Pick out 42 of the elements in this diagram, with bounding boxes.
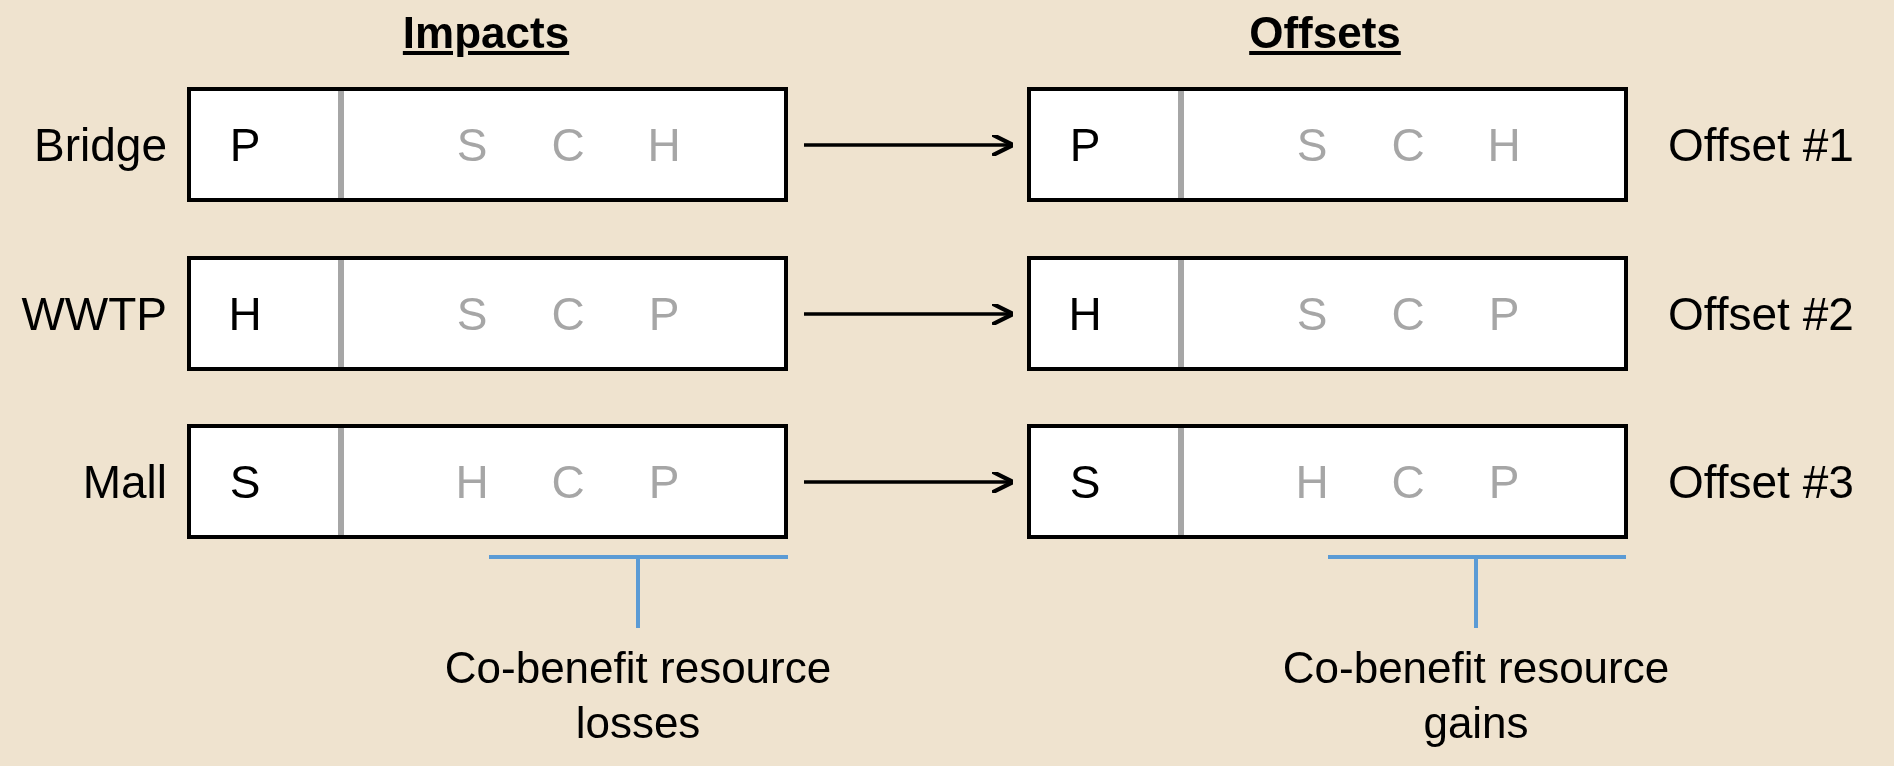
resource-box: [1027, 87, 1628, 202]
co-benefit-letter: S: [456, 121, 488, 168]
co-benefit-letter: P: [648, 458, 680, 505]
arrow: [804, 132, 1016, 158]
resource-box: [187, 424, 788, 539]
primary-resource-letter: P: [229, 121, 261, 168]
co-benefit-letter: P: [1488, 290, 1520, 337]
bracket-caption: Co-benefit resource losses: [443, 642, 833, 749]
co-benefit-letter: P: [1488, 458, 1520, 505]
column-heading: Impacts: [402, 8, 570, 58]
project-label: WWTP: [21, 290, 167, 337]
column-heading: Offsets: [1249, 8, 1401, 58]
co-benefit-letter: C: [551, 121, 585, 168]
resource-box: [187, 87, 788, 202]
resource-box: [187, 256, 788, 371]
co-benefit-letter: H: [455, 458, 489, 505]
offset-label: Offset #1: [1668, 121, 1854, 168]
primary-resource-letter: H: [1068, 290, 1102, 337]
co-benefit-letter: H: [1295, 458, 1329, 505]
co-benefit-letter: S: [1296, 290, 1328, 337]
arrow: [804, 469, 1016, 495]
co-benefit-letter: H: [647, 121, 681, 168]
primary-resource-letter: S: [229, 458, 261, 505]
co-benefit-letter: C: [551, 458, 585, 505]
co-benefit-letter: C: [1391, 121, 1425, 168]
co-benefit-letter: C: [1391, 290, 1425, 337]
co-benefit-letter: P: [648, 290, 680, 337]
primary-resource-letter: P: [1069, 121, 1101, 168]
project-label: Mall: [82, 458, 167, 505]
co-benefit-letter: S: [456, 290, 488, 337]
primary-resource-letter: S: [1069, 458, 1101, 505]
resource-box: [1027, 424, 1628, 539]
arrow: [804, 301, 1016, 327]
co-benefit-letter: C: [1391, 458, 1425, 505]
co-benefit-letter: C: [551, 290, 585, 337]
co-benefit-letter: H: [1487, 121, 1521, 168]
offset-label: Offset #3: [1668, 458, 1854, 505]
offset-label: Offset #2: [1668, 290, 1854, 337]
co-benefit-letter: S: [1296, 121, 1328, 168]
primary-resource-letter: H: [228, 290, 262, 337]
resource-box: [1027, 256, 1628, 371]
bracket-caption: Co-benefit resource gains: [1281, 642, 1671, 749]
